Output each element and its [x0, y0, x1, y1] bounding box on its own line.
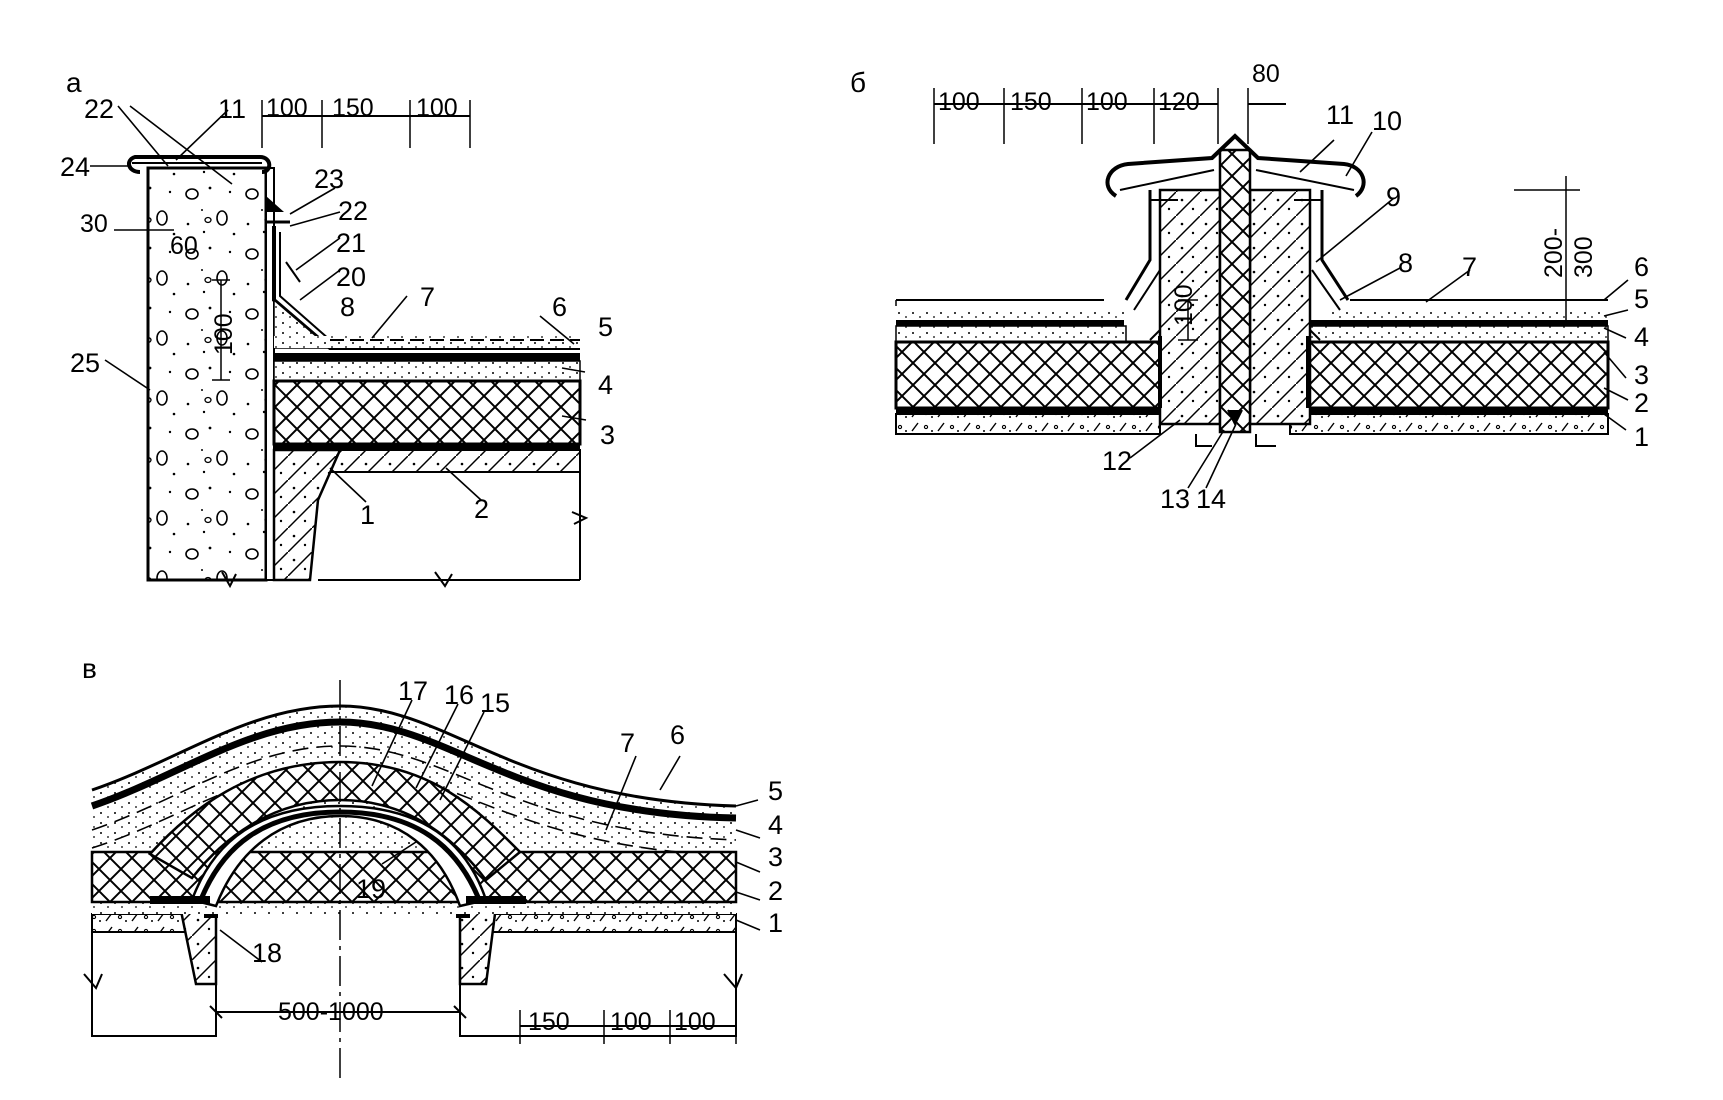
panel-a-letter: а	[66, 67, 82, 98]
dim-v-150: 150	[528, 1008, 570, 1036]
label-b-4: 4	[1634, 322, 1649, 352]
upstand-left	[1158, 188, 1222, 426]
label-v-7: 7	[620, 728, 635, 758]
label-v-18: 18	[252, 938, 282, 968]
label-b-7: 7	[1462, 252, 1477, 282]
vapor-barrier	[274, 444, 580, 450]
slab-haunch	[272, 448, 342, 582]
roof-surface-v	[91, 704, 737, 808]
label-b-3: 3	[1634, 360, 1649, 390]
label-23: 23	[314, 164, 344, 194]
label-b-5: 5	[1634, 284, 1649, 314]
label-6: 6	[552, 292, 567, 322]
screed-layer	[273, 360, 581, 382]
dim-span: 500-1000	[278, 998, 384, 1026]
expansion-joint-filler	[1218, 148, 1252, 434]
label-24: 24	[60, 152, 90, 182]
label-b-1: 1	[1634, 422, 1649, 452]
label-v-3: 3	[768, 842, 783, 872]
label-b-2: 2	[1634, 388, 1649, 418]
panel-b-letter: б	[850, 67, 866, 98]
label-22-b: 22	[338, 196, 368, 226]
label-1: 1	[360, 500, 375, 530]
dim-b-100-b: 100	[1086, 88, 1128, 116]
insulation-left	[894, 340, 1162, 410]
joint-cap-flashing	[1105, 133, 1366, 198]
dim-b-vertical-100: 100	[1170, 284, 1198, 326]
label-b-8: 8	[1398, 248, 1413, 278]
dim-b-120: 120	[1158, 88, 1200, 116]
dim-b-200: 200-	[1540, 228, 1568, 278]
upstand-right	[1248, 188, 1312, 426]
panel-v: в 500-1000 150 100 100	[82, 653, 783, 1080]
label-4: 4	[598, 370, 613, 400]
label-7: 7	[420, 282, 435, 312]
label-b-11: 11	[1326, 100, 1354, 130]
label-v-5: 5	[768, 776, 783, 806]
label-11: 11	[218, 94, 246, 124]
label-v-16: 16	[444, 680, 474, 710]
label-b-10: 10	[1372, 106, 1402, 136]
dim-60: 60	[170, 232, 198, 260]
label-2: 2	[474, 494, 489, 524]
label-5: 5	[598, 312, 613, 342]
membrane-layer	[274, 353, 580, 361]
dim-vertical-100: 100	[210, 313, 238, 355]
dim-100-b: 100	[416, 94, 458, 122]
membrane-v	[90, 718, 737, 822]
dim-v-100-a: 100	[610, 1008, 652, 1036]
label-b-13: 13	[1160, 484, 1190, 514]
label-b-12: 12	[1102, 446, 1132, 476]
panel-v-letter: в	[82, 653, 97, 684]
panel-a: а 100 150 100 30	[60, 67, 615, 589]
label-v-15: 15	[480, 688, 510, 718]
triangle-fillet	[266, 196, 284, 212]
dim-b-150: 150	[1010, 88, 1052, 116]
dim-150-a: 150	[332, 94, 374, 122]
insulation-right	[1306, 340, 1610, 410]
dim-b-80: 80	[1252, 60, 1280, 88]
label-b-6: 6	[1634, 252, 1649, 282]
parapet-wall	[146, 166, 268, 582]
insulation-layer	[272, 379, 582, 446]
dim-b-100-a: 100	[938, 88, 980, 116]
label-v-4: 4	[768, 810, 783, 840]
arched-insulation	[148, 760, 522, 882]
label-v-2: 2	[768, 876, 783, 906]
dim-30: 30	[80, 210, 108, 238]
label-b-14: 14	[1196, 484, 1226, 514]
dim-v-100-b: 100	[674, 1008, 716, 1036]
dim-b-300: 300	[1570, 236, 1598, 278]
label-v-19: 19	[356, 874, 386, 904]
label-22-a: 22	[84, 94, 114, 124]
label-21: 21	[336, 228, 366, 258]
label-v-1: 1	[768, 908, 783, 938]
label-8: 8	[340, 292, 355, 322]
label-25: 25	[70, 348, 100, 378]
label-b-9: 9	[1386, 182, 1401, 212]
dim-100-a: 100	[266, 94, 308, 122]
label-v-17: 17	[398, 676, 428, 706]
panel-b: б	[850, 60, 1649, 514]
label-20: 20	[336, 262, 366, 292]
label-3: 3	[600, 420, 615, 450]
label-v-6: 6	[670, 720, 685, 750]
